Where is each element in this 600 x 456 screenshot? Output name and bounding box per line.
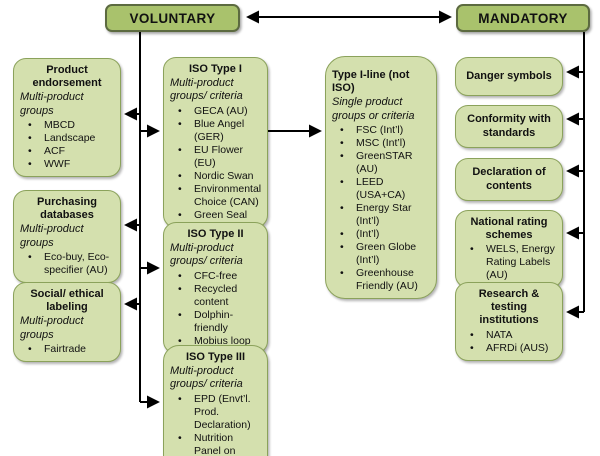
node-list: NATA AFRDi (AUS): [462, 329, 556, 355]
node-list: EPD (Envt’l. Prod. Declaration) Nutritio…: [170, 393, 261, 456]
header-mandatory: MANDATORY: [456, 4, 590, 32]
list-item: AFRDi (AUS): [462, 342, 556, 355]
list-item: Recycled content: [170, 283, 261, 309]
node-title: National rating schemes: [470, 216, 548, 242]
node-product-endorsement: Product endorsement Multi-product groups…: [13, 58, 121, 177]
node-list: Fairtrade: [20, 343, 114, 356]
list-item: EPD (Envt’l. Prod. Declaration): [170, 393, 261, 432]
list-item: FSC (Int’l): [332, 124, 430, 137]
list-item: Energy Star (Int’l): [332, 202, 430, 228]
header-voluntary-label: VOLUNTARY: [129, 10, 216, 26]
node-iso-type-3: ISO Type III Multi-product groups/ crite…: [163, 345, 268, 456]
list-item: ACF: [20, 145, 114, 158]
node-title: ISO Type III: [185, 351, 246, 363]
node-list: MBCD Landscape ACF WWF: [20, 119, 114, 171]
node-iso-type-1: ISO Type I Multi-product groups/ criteri…: [163, 57, 268, 228]
node-subtitle: Multi-product groups/ criteria: [170, 365, 243, 391]
list-item: Eco-buy, Eco-specifier (AU): [20, 251, 114, 277]
list-item: Mobius loop: [170, 335, 261, 348]
node-national-rating-schemes: National rating schemes WELS, Energy Rat…: [455, 210, 563, 289]
node-subtitle: Multi-product groups: [20, 223, 84, 249]
node-danger-symbols: Danger symbols: [455, 57, 563, 96]
node-declaration-of-contents: Declaration of contents: [455, 158, 563, 201]
node-title: Social/ ethical labeling: [30, 288, 104, 314]
header-voluntary: VOLUNTARY: [105, 4, 240, 32]
list-item: Green Globe (Int’l): [332, 241, 430, 267]
list-item: Greenhouse Friendly (AU): [332, 267, 430, 293]
node-subtitle: Multi-product groups/ criteria: [170, 77, 243, 103]
node-list: GECA (AU) Blue Angel (GER) EU Flower (EU…: [170, 105, 261, 222]
node-research-testing-institutions: Research & testing institutions NATA AFR…: [455, 282, 563, 361]
node-title: ISO Type I: [189, 63, 242, 75]
list-item: Nutrition Panel on Food: [170, 432, 261, 456]
list-item: Fairtrade: [20, 343, 114, 356]
node-title: Type I-line (not ISO): [332, 69, 410, 95]
node-subtitle: Multi-product groups/ criteria: [170, 242, 243, 268]
node-title: Danger symbols: [466, 69, 552, 82]
node-title: Conformity with standards: [467, 113, 551, 139]
node-conformity-with-standards: Conformity with standards: [455, 105, 563, 148]
node-iso-type-2: ISO Type II Multi-product groups/ criter…: [163, 222, 268, 354]
header-mandatory-label: MANDATORY: [478, 10, 568, 26]
list-item: Nordic Swan: [170, 170, 261, 183]
node-social-ethical-labeling: Social/ ethical labeling Multi-product g…: [13, 282, 121, 362]
node-list: Eco-buy, Eco-specifier (AU): [20, 251, 114, 277]
node-type-1-line-not-iso: Type I-line (not ISO) Single product gro…: [325, 56, 437, 299]
list-item: WWF: [20, 158, 114, 171]
list-item: GECA (AU): [170, 105, 261, 118]
list-item: Green Seal: [170, 209, 261, 222]
node-subtitle: Single product groups or criteria: [332, 96, 415, 122]
list-item: NATA: [462, 329, 556, 342]
list-item: Landscape: [20, 132, 114, 145]
node-list: CFC-free Recycled content Dolphin-friend…: [170, 270, 261, 348]
list-item: Blue Angel (GER): [170, 118, 261, 144]
node-title: Research & testing institutions: [478, 288, 540, 327]
node-title: Purchasing databases: [37, 196, 97, 222]
node-list: FSC (Int’l) MSC (Int’l) GreenSTAR (AU) L…: [332, 124, 430, 293]
list-item: (Int’l): [332, 228, 430, 241]
list-item: MSC (Int’l): [332, 137, 430, 150]
list-item: MBCD: [20, 119, 114, 132]
node-title: Product endorsement: [32, 64, 102, 90]
node-subtitle: Multi-product groups: [20, 91, 84, 117]
list-item: LEED (USA+CA): [332, 176, 430, 202]
list-item: WELS, Energy Rating Labels (AU): [462, 243, 556, 282]
node-purchasing-databases: Purchasing databases Multi-product group…: [13, 190, 121, 283]
list-item: GreenSTAR (AU): [332, 150, 430, 176]
node-title: Declaration of contents: [472, 166, 546, 192]
node-subtitle: Multi-product groups: [20, 315, 84, 341]
node-title: ISO Type II: [187, 228, 244, 240]
list-item: EU Flower (EU): [170, 144, 261, 170]
list-item: Environmental Choice (CAN): [170, 183, 261, 209]
list-item: CFC-free: [170, 270, 261, 283]
node-list: WELS, Energy Rating Labels (AU): [462, 243, 556, 282]
list-item: Dolphin-friendly: [170, 309, 261, 335]
